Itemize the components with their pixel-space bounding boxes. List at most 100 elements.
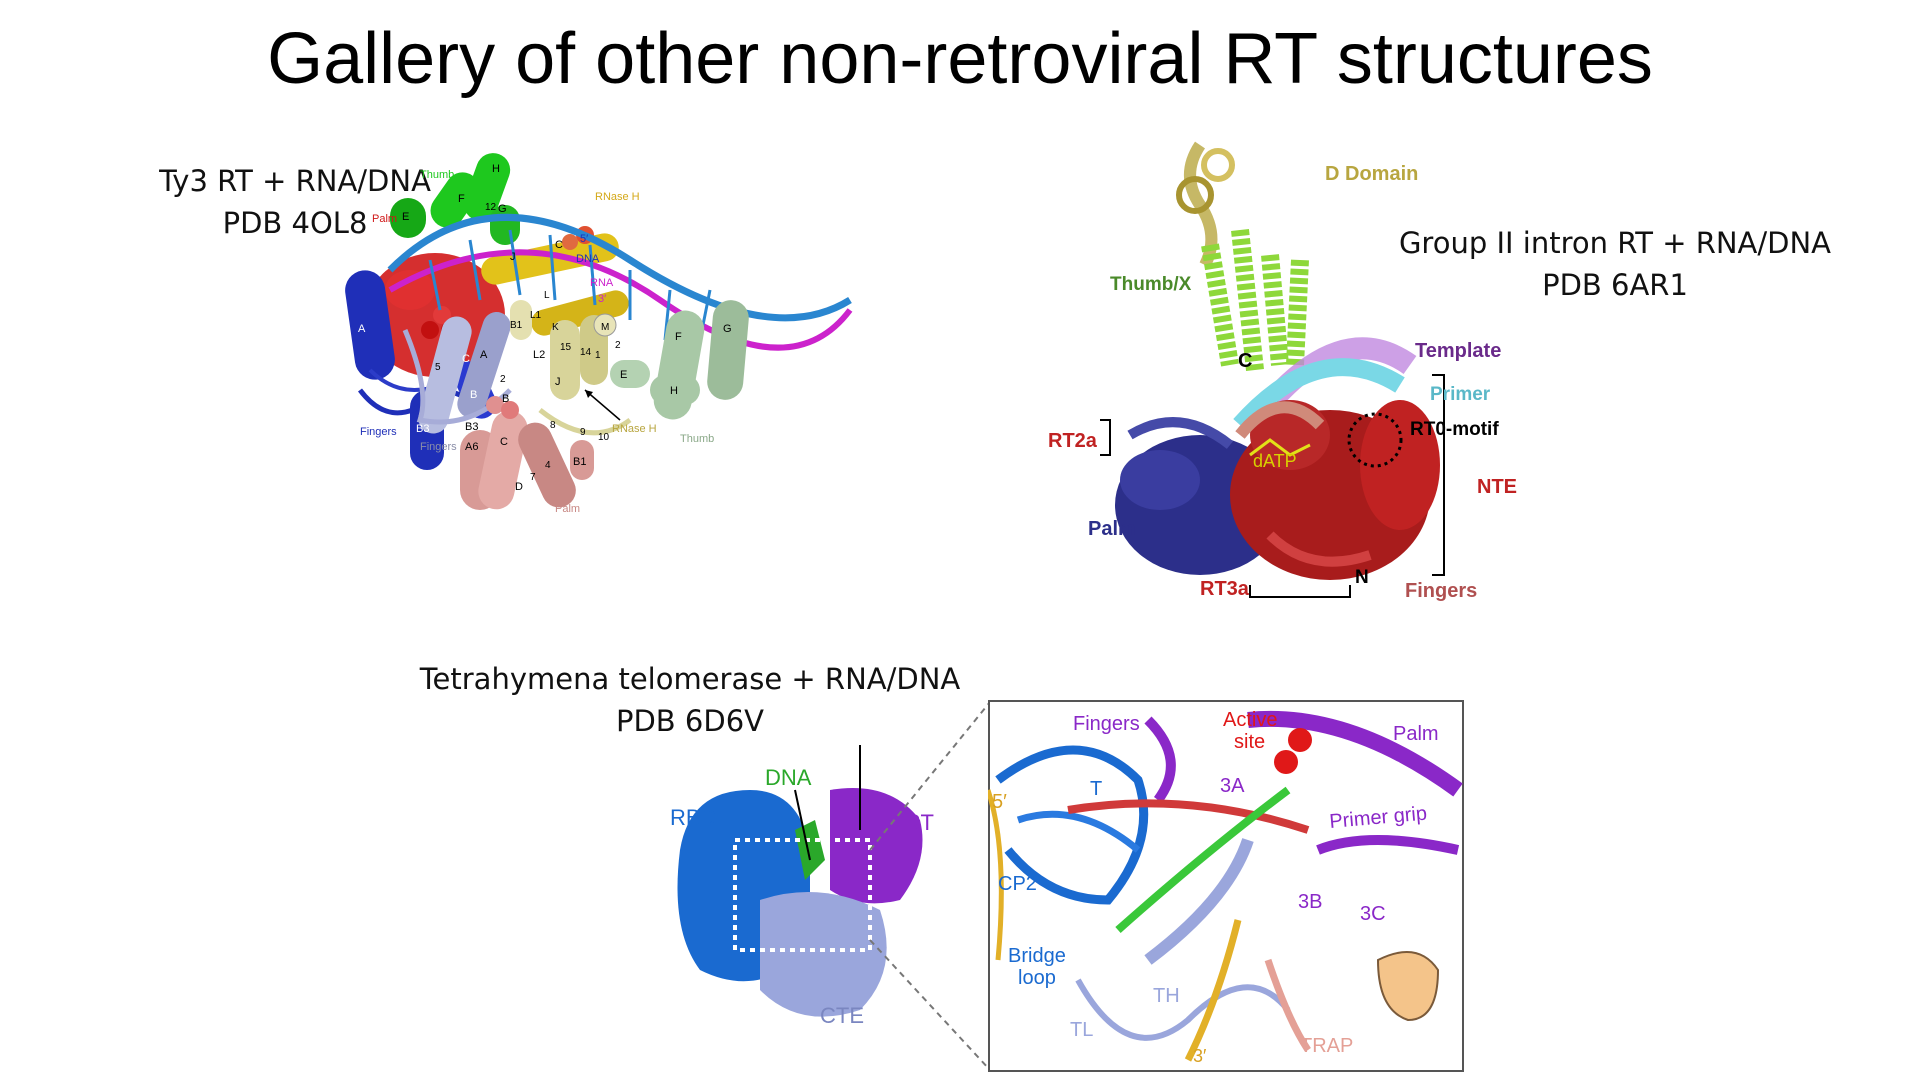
ty3-label-e: E bbox=[402, 211, 409, 223]
ty3-khaki-subunit bbox=[510, 300, 632, 436]
slide-title: Gallery of other non-retroviral RT struc… bbox=[267, 19, 1653, 99]
ty3-label-c2: C bbox=[500, 436, 508, 448]
ty3-label-12: 12 bbox=[485, 202, 497, 213]
inset-label-loop: loop bbox=[1018, 967, 1056, 989]
group2-label-rt3a: RT3a bbox=[1200, 578, 1250, 600]
ty3-label-1: 1 bbox=[595, 350, 601, 361]
ty3-rnaseh-arrowhead bbox=[585, 390, 593, 398]
group2-datp bbox=[1249, 438, 1311, 457]
ty3-label-h: H bbox=[492, 163, 500, 175]
group2-template-primer bbox=[1233, 337, 1417, 431]
ty3-label-4: 4 bbox=[545, 460, 551, 471]
ty3-label-l: L bbox=[544, 290, 550, 301]
telomerase-zoom-box bbox=[733, 838, 872, 952]
inset-label-5prime: 5′ bbox=[992, 791, 1007, 813]
telomerase-inset-figure: Fingers Active site Palm 5′ T 3A Primer … bbox=[988, 700, 1464, 1072]
group2-label-thumb-x: Thumb/X bbox=[1110, 274, 1192, 295]
inset-label-bridge: Bridge bbox=[1008, 945, 1066, 967]
ty3-label-5prime: 5′ bbox=[580, 233, 588, 245]
ty3-label-b3-2: B3 bbox=[465, 421, 478, 433]
inset-label-th: TH bbox=[1153, 985, 1180, 1007]
group2-label-nte: NTE bbox=[1477, 476, 1517, 498]
ty3-lavender-subunit bbox=[402, 312, 512, 434]
ty3-caption: Ty3 RT + RNA/DNA PDB 4OL8 bbox=[140, 160, 450, 244]
group2-caption-line2: PDB 6AR1 bbox=[1542, 268, 1688, 302]
group2-label-rt2a: RT2a bbox=[1048, 430, 1098, 452]
group2-label-d-domain: D Domain bbox=[1325, 163, 1418, 185]
ty3-label-thumb-right: Thumb bbox=[680, 433, 714, 445]
ty3-label-3prime: 3′ bbox=[598, 293, 606, 305]
inset-label-t: T bbox=[1090, 778, 1102, 800]
group2-label-palm: Palm bbox=[1088, 518, 1136, 540]
inset-label-fingers: Fingers bbox=[1073, 713, 1140, 735]
ty3-label-e2: E bbox=[620, 369, 627, 381]
group2-thumb-x bbox=[1201, 229, 1309, 371]
group2-label-datp: dATP bbox=[1253, 451, 1297, 471]
ty3-caption-line2: PDB 4OL8 bbox=[222, 206, 368, 240]
ty3-label-2: 2 bbox=[500, 374, 506, 385]
inset-label-3c: 3C bbox=[1360, 903, 1386, 925]
inset-label-active: Active bbox=[1223, 709, 1277, 731]
ty3-label-rna: RNA bbox=[590, 277, 614, 289]
group2-structure-figure: D Domain Thumb/X Template Primer C RT2a … bbox=[1048, 141, 1517, 602]
group2-rt2a-bracket bbox=[1100, 419, 1111, 456]
ty3-label-thumb-top: Thumb bbox=[420, 169, 454, 181]
ty3-nucleic-acid-duplex bbox=[387, 213, 853, 351]
inset-label-3prime: 3′ bbox=[1193, 1046, 1207, 1066]
ty3-label-c-top: C bbox=[555, 239, 563, 251]
telomerase-label-dna: DNA bbox=[765, 765, 812, 790]
ty3-label-b1-2: B1 bbox=[573, 456, 586, 468]
ty3-rnaseh-arrow bbox=[584, 389, 621, 421]
ty3-label-5: 5 bbox=[435, 362, 441, 373]
inset-label-tl: TL bbox=[1070, 1019, 1093, 1041]
group2-rt0-circle bbox=[1347, 412, 1403, 468]
ty3-thumb-domain bbox=[390, 153, 520, 245]
ty3-label-c-left: C bbox=[462, 353, 470, 365]
group2-label-n: N bbox=[1355, 567, 1369, 588]
telomerase-label-cte: CTE bbox=[820, 1003, 864, 1028]
group2-label-primer: Primer bbox=[1430, 384, 1491, 405]
telomerase-zoom-connectors bbox=[869, 701, 991, 1071]
telomerase-label-rt: RT bbox=[905, 810, 934, 835]
ty3-label-dna: DNA bbox=[576, 253, 600, 265]
ty3-palm-bottom bbox=[460, 396, 594, 510]
ty3-caption-line1: Ty3 RT + RNA/DNA bbox=[159, 164, 431, 198]
ty3-label-palm-bottom: Palm bbox=[555, 503, 580, 515]
ty3-label-l1: L1 bbox=[530, 310, 542, 321]
inset-label-site: site bbox=[1234, 731, 1265, 753]
ty3-structure-figure: Thumb H F G E RNase H Palm 12 J C 5′ DNA… bbox=[345, 153, 853, 515]
ty3-label-rnaseh-arrow: RNase H bbox=[612, 423, 657, 435]
inset-label-3b: 3B bbox=[1298, 891, 1322, 913]
group2-fingers-nte bbox=[1230, 400, 1440, 580]
ty3-label-d: D bbox=[515, 481, 523, 493]
ty3-label-fingers-mid: Fingers bbox=[420, 441, 457, 453]
ty3-label-a2: A bbox=[480, 349, 488, 361]
inset-label-trap: TRAP bbox=[1300, 1035, 1353, 1057]
telomerase-dna-pointer bbox=[794, 789, 811, 861]
ty3-label-g2: G bbox=[723, 323, 732, 335]
ty3-label-a: A bbox=[358, 323, 366, 335]
ty3-label-b: B bbox=[470, 389, 477, 401]
ty3-label-rnaseh-top: RNase H bbox=[595, 191, 640, 203]
ty3-label-10: 10 bbox=[598, 432, 610, 443]
ty3-label-9: 9 bbox=[580, 427, 586, 438]
ty3-label-h2: H bbox=[670, 385, 678, 397]
telomerase-dna-density bbox=[795, 820, 825, 880]
group2-label-template: Template bbox=[1415, 340, 1501, 362]
group2-label-rt0-motif: RT0-motif bbox=[1410, 419, 1499, 440]
ty3-label-f: F bbox=[458, 193, 465, 205]
ty3-label-j2: J bbox=[555, 376, 561, 388]
inset-label-cp2: CP2 bbox=[998, 873, 1037, 895]
group2-label-fingers: Fingers bbox=[1405, 580, 1477, 602]
inset-label-3a: 3A bbox=[1220, 775, 1245, 797]
ty3-label-k: K bbox=[552, 322, 559, 333]
group2-rt3a-bracket bbox=[1249, 585, 1351, 598]
ty3-label-b1: B1 bbox=[510, 320, 523, 331]
ty3-label-14: 14 bbox=[580, 347, 592, 358]
ty3-thumb-right bbox=[610, 300, 749, 420]
telomerase-cte-density bbox=[760, 892, 887, 1017]
telomerase-caption-line2: PDB 6D6V bbox=[615, 704, 764, 738]
ty3-label-b3: B3 bbox=[416, 423, 429, 435]
ty3-label-2r: 2 bbox=[615, 340, 621, 351]
group2-nte-bracket bbox=[1432, 374, 1445, 576]
